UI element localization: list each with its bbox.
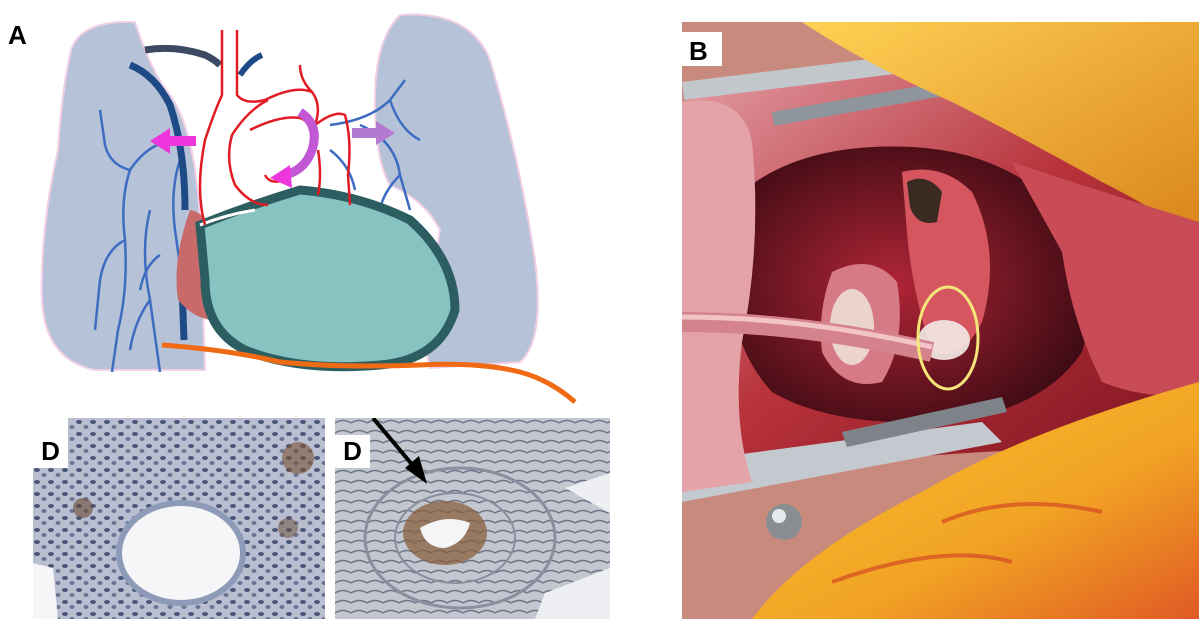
metal-bead [766,504,802,540]
superior-vessel-dark [145,48,220,65]
surgical-photo [682,22,1199,619]
curved-arrow-icon [270,112,314,188]
small-blue-vessel [240,55,262,75]
panel-b: B [682,22,1199,619]
panel-d-right: D [335,418,610,619]
panel-d1-label: D [33,435,68,468]
vessel-lumen-1 [119,503,243,603]
heart-ventricle [200,190,455,367]
panel-b-label: B [689,36,708,67]
panel-d2-label: D [335,435,370,468]
histology-image-1 [33,418,325,619]
panel-a: A [0,0,600,410]
panel-a-label: A [8,20,27,51]
heart-lung-schematic [0,0,600,410]
panel-d-left: D [33,418,325,619]
histology-image-2 [335,418,610,619]
